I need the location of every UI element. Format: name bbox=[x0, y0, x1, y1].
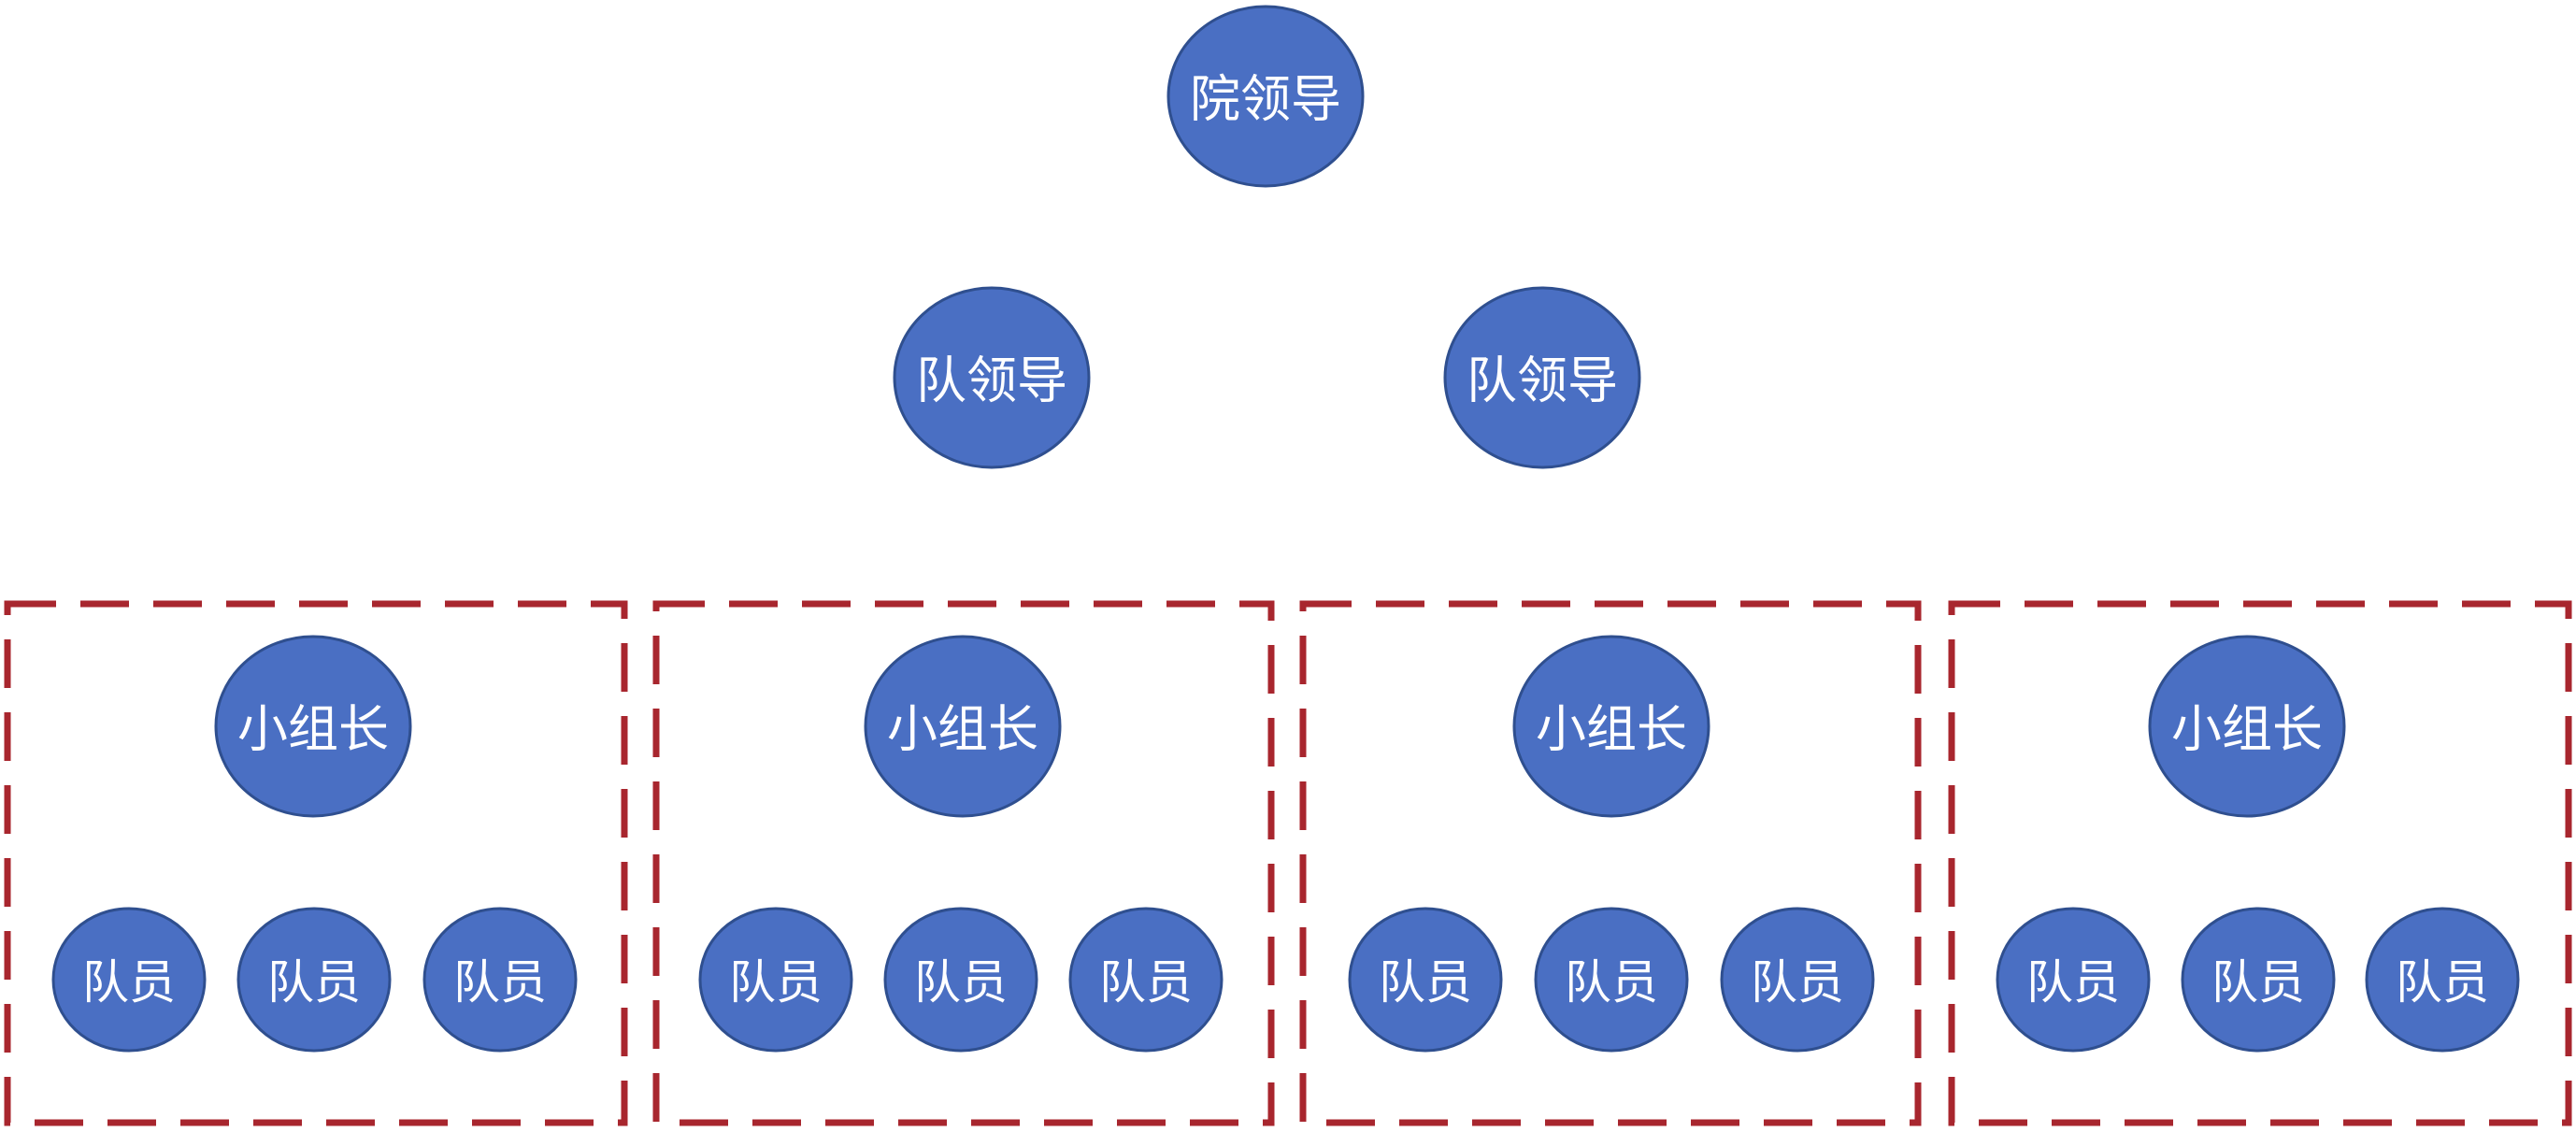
member-node: 队员 bbox=[2365, 907, 2520, 1053]
team-leader-node-2: 队领导 bbox=[1443, 286, 1641, 469]
institute-leader-label: 院领导 bbox=[1190, 70, 1341, 129]
member-label: 队员 bbox=[2396, 955, 2489, 1010]
group-box-2 bbox=[652, 600, 1275, 1126]
group-box-1 bbox=[4, 600, 628, 1126]
member-node: 队员 bbox=[1348, 907, 1503, 1053]
member-node: 队员 bbox=[2181, 907, 2336, 1053]
group-box-4 bbox=[1948, 600, 2572, 1126]
institute-leader-node: 院领导 bbox=[1166, 5, 1365, 188]
team-leader-node-1: 队领导 bbox=[893, 286, 1091, 469]
member-label: 队员 bbox=[2026, 955, 2120, 1010]
member-label: 队员 bbox=[82, 955, 176, 1010]
group-leader-label: 小组长 bbox=[2171, 700, 2323, 759]
member-node: 队员 bbox=[698, 907, 853, 1053]
group-box-3 bbox=[1299, 600, 1922, 1126]
member-node: 队员 bbox=[236, 907, 392, 1053]
member-node: 队员 bbox=[1068, 907, 1224, 1053]
member-label: 队员 bbox=[1565, 955, 1658, 1010]
member-node: 队员 bbox=[883, 907, 1038, 1053]
group-leader-label: 小组长 bbox=[1536, 700, 1687, 759]
group-leader-label: 小组长 bbox=[887, 700, 1038, 759]
member-node: 队员 bbox=[1534, 907, 1689, 1053]
team-leader-label: 队领导 bbox=[1467, 351, 1618, 410]
member-label: 队员 bbox=[1751, 955, 1844, 1010]
member-node: 队员 bbox=[1720, 907, 1875, 1053]
group-1: 小组长 队员 队员 队员 bbox=[51, 635, 578, 1053]
group-2: 小组长 队员 队员 队员 bbox=[698, 635, 1224, 1053]
member-label: 队员 bbox=[914, 955, 1008, 1010]
member-node: 队员 bbox=[1996, 907, 2151, 1053]
member-node: 队员 bbox=[422, 907, 578, 1053]
member-label: 队员 bbox=[729, 955, 823, 1010]
group-leader-node: 小组长 bbox=[214, 635, 412, 818]
group-leader-node: 小组长 bbox=[864, 635, 1062, 818]
team-leader-label: 队领导 bbox=[916, 351, 1067, 410]
group-4: 小组长 队员 队员 队员 bbox=[1996, 635, 2520, 1053]
member-label: 队员 bbox=[1379, 955, 1472, 1010]
member-label: 队员 bbox=[453, 955, 547, 1010]
member-label: 队员 bbox=[1099, 955, 1193, 1010]
group-leader-node: 小组长 bbox=[1512, 635, 1710, 818]
group-leader-node: 小组长 bbox=[2148, 635, 2346, 818]
member-label: 队员 bbox=[2211, 955, 2305, 1010]
member-label: 队员 bbox=[267, 955, 361, 1010]
member-node: 队员 bbox=[51, 907, 207, 1053]
group-3: 小组长 队员 队员 队员 bbox=[1348, 635, 1875, 1053]
group-leader-label: 小组长 bbox=[237, 700, 389, 759]
